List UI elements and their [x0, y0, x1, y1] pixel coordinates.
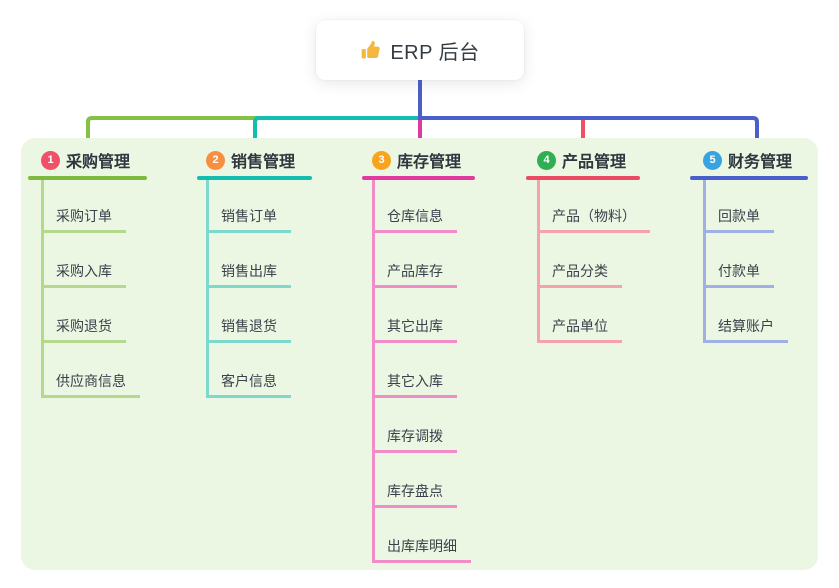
leaf-node[interactable]: 仓库信息 — [372, 207, 457, 233]
leaf-node[interactable]: 销售退货 — [206, 317, 291, 343]
branch-header-5[interactable]: 5 财务管理 — [703, 150, 793, 171]
branch-number-badge: 4 — [537, 150, 556, 170]
branch-number-badge: 2 — [206, 150, 225, 170]
branch-header-1[interactable]: 1 采购管理 — [41, 150, 131, 171]
branch-title: 销售管理 — [231, 154, 296, 171]
branch-tree-line — [703, 180, 706, 343]
branch-title: 财务管理 — [728, 154, 793, 171]
leaf-node[interactable]: 回款单 — [703, 207, 774, 233]
leaf-node[interactable]: 结算账户 — [703, 317, 788, 343]
leaf-node[interactable]: 产品单位 — [537, 317, 622, 343]
modules-panel — [21, 138, 818, 570]
root-node-erp[interactable]: ERP 后台 — [316, 20, 524, 80]
branch-number-badge: 1 — [41, 150, 60, 170]
branch-number-badge: 3 — [372, 150, 391, 170]
branch-number-badge: 5 — [703, 150, 722, 170]
leaf-node[interactable]: 采购退货 — [41, 317, 126, 343]
root-title: ERP 后台 — [390, 41, 480, 64]
branch-tree-line — [206, 180, 209, 398]
leaf-node[interactable]: 付款单 — [703, 262, 774, 288]
branch-title: 产品管理 — [562, 154, 627, 171]
branch-header-4[interactable]: 4 产品管理 — [537, 150, 627, 171]
branch-underline — [28, 176, 147, 180]
leaf-node[interactable]: 采购入库 — [41, 262, 126, 288]
branch-underline — [197, 176, 312, 180]
branch-title: 采购管理 — [66, 154, 131, 171]
leaf-node[interactable]: 销售出库 — [206, 262, 291, 288]
leaf-node[interactable]: 其它入库 — [372, 372, 457, 398]
branch-tree-line — [41, 180, 44, 398]
leaf-node[interactable]: 客户信息 — [206, 372, 291, 398]
branch-header-3[interactable]: 3 库存管理 — [372, 150, 462, 171]
branch-underline — [690, 176, 808, 180]
branch-tree-line — [537, 180, 540, 343]
leaf-node[interactable]: 出库库明细 — [372, 537, 471, 563]
branch-underline — [526, 176, 640, 180]
branch-tree-line — [372, 180, 375, 563]
leaf-node[interactable]: 其它出库 — [372, 317, 457, 343]
leaf-node[interactable]: 产品分类 — [537, 262, 622, 288]
leaf-node[interactable]: 采购订单 — [41, 207, 126, 233]
leaf-node[interactable]: 库存调拨 — [372, 427, 457, 453]
leaf-node[interactable]: 库存盘点 — [372, 482, 457, 508]
thumbs-up-icon — [361, 40, 380, 58]
branch-title: 库存管理 — [397, 154, 462, 171]
leaf-node[interactable]: 产品（物料） — [537, 207, 650, 233]
branch-underline — [362, 176, 475, 180]
leaf-node[interactable]: 销售订单 — [206, 207, 291, 233]
leaf-node[interactable]: 产品库存 — [372, 262, 457, 288]
branch-header-2[interactable]: 2 销售管理 — [206, 150, 296, 171]
leaf-node[interactable]: 供应商信息 — [41, 372, 140, 398]
